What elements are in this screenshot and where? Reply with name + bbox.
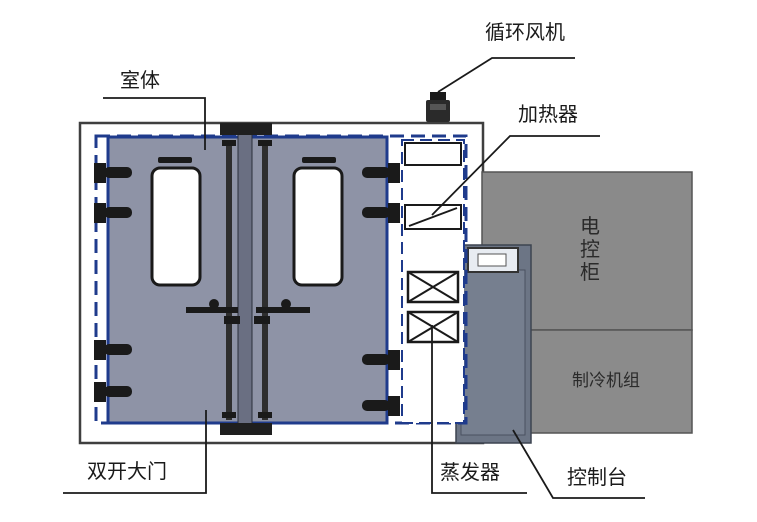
leader-console bbox=[512, 429, 645, 499]
label-chamber: 室体 bbox=[120, 68, 160, 92]
handle-icon bbox=[254, 299, 310, 324]
leader-chamber bbox=[103, 97, 206, 150]
duct-top-box bbox=[404, 142, 462, 166]
label-door: 双开大门 bbox=[87, 459, 167, 483]
label-heater: 加热器 bbox=[518, 102, 578, 126]
leader-lines bbox=[63, 57, 645, 499]
double-doors bbox=[106, 123, 389, 435]
label-refrigeration-unit: 制冷机组 bbox=[572, 371, 640, 391]
leader-evaporator bbox=[431, 325, 527, 494]
right-door-window bbox=[292, 166, 344, 287]
leader-heater bbox=[431, 135, 600, 216]
console-panel-face bbox=[460, 269, 526, 436]
label-fan: 循环风机 bbox=[485, 20, 565, 44]
label-console: 控制台 bbox=[567, 465, 627, 489]
leader-door bbox=[63, 410, 207, 494]
fan-icon bbox=[426, 92, 450, 122]
hinge-icon bbox=[94, 163, 132, 402]
label-control-cabinet: 电 控 柜 bbox=[580, 214, 600, 284]
display-icon bbox=[467, 247, 519, 273]
label-evaporator: 蒸发器 bbox=[440, 460, 500, 484]
handle-icon bbox=[186, 299, 240, 324]
hinge-icon bbox=[362, 163, 400, 416]
left-door-window bbox=[150, 166, 202, 287]
heater-element bbox=[404, 204, 462, 230]
leader-fan bbox=[437, 57, 575, 93]
coil-icon bbox=[406, 270, 460, 344]
